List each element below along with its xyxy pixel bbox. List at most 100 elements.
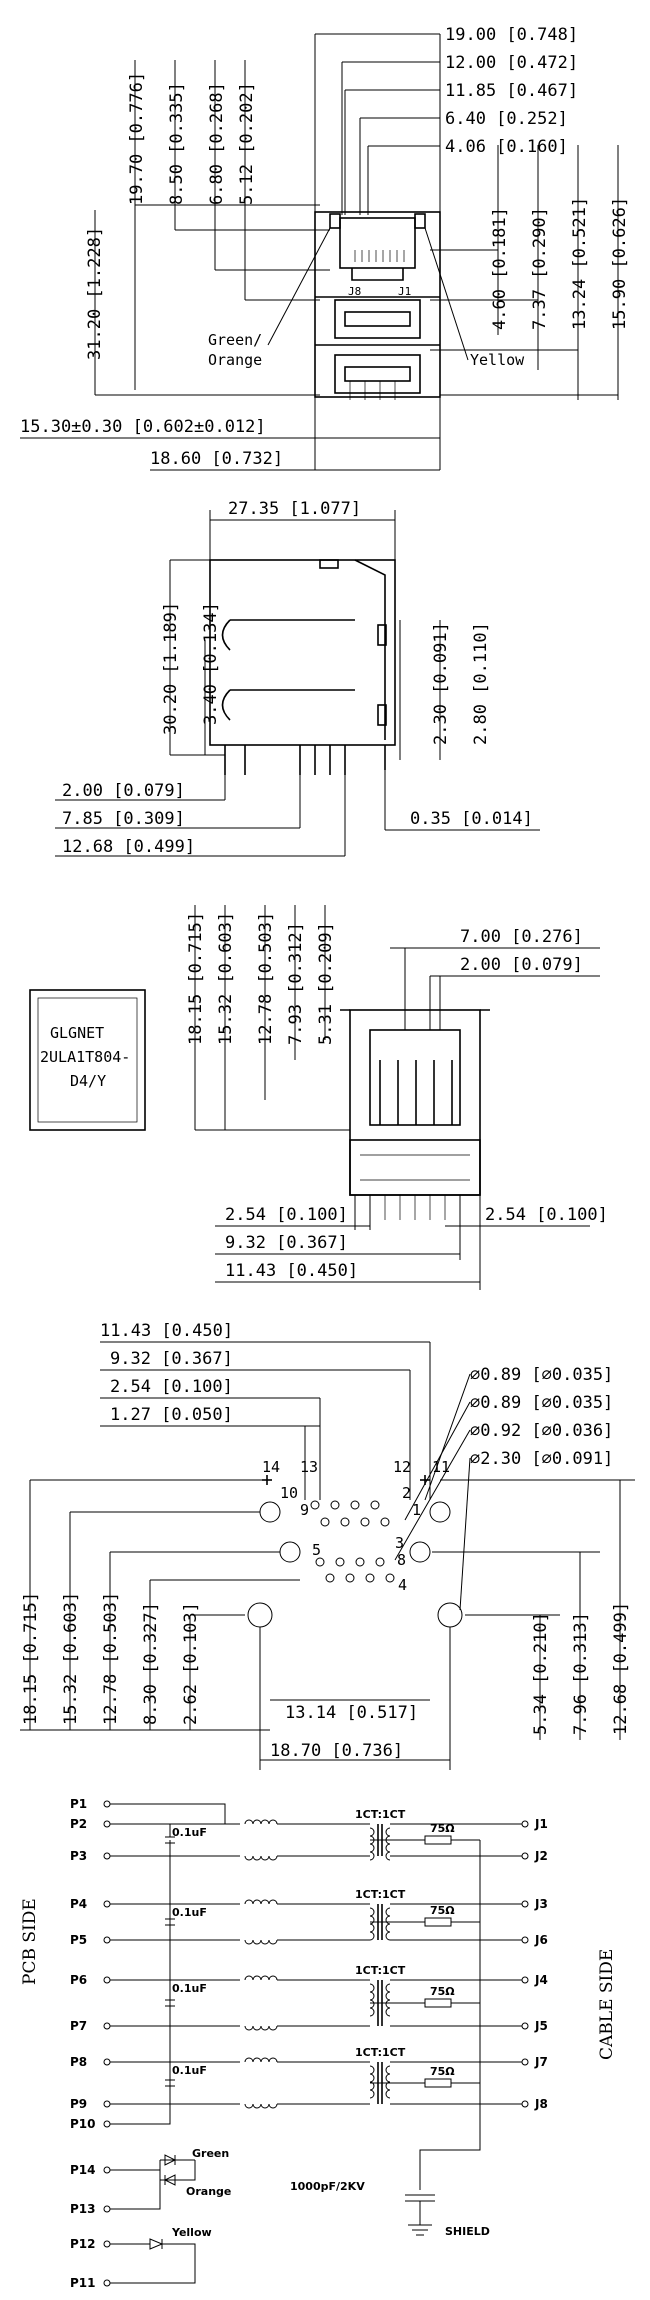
- choke-coil: [252, 2103, 262, 2109]
- capacitor: [165, 1824, 175, 1856]
- side-view: 27.35 [1.077] 30.20 [1.189] 3.40 [0.134]: [55, 499, 540, 857]
- pin-j8: J8: [534, 2097, 548, 2111]
- transformer-coil: [369, 1827, 375, 1837]
- schematic: PCB SIDE CABLE SIDE P1P2P3P4P5P6P7P8P9P1…: [20, 1797, 617, 2238]
- ratio-label: 1CT:1CT: [355, 1964, 406, 1977]
- fp-pin-9: 9: [300, 1501, 309, 1519]
- transformer-coil: [385, 1931, 391, 1941]
- pin-circle: [521, 1820, 529, 1828]
- pin-p1: P1: [70, 1797, 87, 1811]
- ratio-label: 1CT:1CT: [355, 2046, 406, 2059]
- front-dim-3: 11.85 [0.467]: [445, 81, 578, 101]
- transformer-coil: [385, 1983, 391, 1993]
- pin-p8: P8: [70, 2055, 87, 2069]
- transformer-coil: [385, 2065, 391, 2075]
- cap-label: 0.1uF: [172, 2064, 207, 2077]
- choke-coil: [268, 1899, 278, 1905]
- pin-j4: J4: [534, 1973, 548, 1987]
- choke-coil: [268, 2103, 278, 2109]
- pin-p10: P10: [70, 2117, 96, 2131]
- choke-coil: [252, 1819, 262, 1825]
- choke-coil: [252, 2057, 262, 2063]
- transformer-coil: [369, 1907, 375, 1917]
- transformer-coil: [385, 1843, 391, 1853]
- trace: [277, 1903, 370, 1941]
- choke-coil: [268, 1939, 278, 1945]
- choke-coil: [252, 1939, 262, 1945]
- fp-vdim-4: 8.30 [0.327]: [141, 1602, 161, 1725]
- cap-label: 0.1uF: [172, 1906, 207, 1919]
- side-connector-body: [209, 559, 396, 746]
- led-green-orange-symbol: [163, 2154, 177, 2186]
- front-dim-5: 4.06 [0.160]: [445, 137, 568, 157]
- front-vdim-2: 8.50 [0.335]: [167, 82, 187, 205]
- pin-p7: P7: [70, 2019, 87, 2033]
- choke-coil: [268, 2057, 278, 2063]
- transformer-coil: [369, 1931, 375, 1941]
- transformer-coil: [369, 1923, 375, 1933]
- fp-rdim-3: 12.68 [0.499]: [611, 1602, 631, 1735]
- pin-circle: [521, 2058, 529, 2066]
- led-green-label: Green: [192, 2147, 229, 2160]
- side-vdim-2: 3.40 [0.134]: [201, 602, 221, 725]
- fp-vdim-5: 2.62 [0.103]: [181, 1602, 201, 1725]
- choke-coil: [268, 1855, 278, 1861]
- front-bottom-dim-2: 18.60 [0.732]: [150, 449, 283, 469]
- trace: [110, 1903, 240, 1941]
- transformer-coil: [385, 2073, 391, 2083]
- choke-coil: [244, 1819, 254, 1825]
- side-top-dim: 27.35 [1.077]: [228, 499, 361, 519]
- transformer-coil: [369, 2007, 375, 2017]
- side-bottom-dim-3: 12.68 [0.499]: [62, 837, 195, 857]
- hv-cap-ground: [405, 2194, 435, 2236]
- transformer-coil: [385, 2089, 391, 2099]
- front-rdim-3: 13.24 [0.521]: [570, 197, 590, 330]
- choke-coil: [244, 2025, 254, 2031]
- led-schematic: P14 P13 P12 P11 Green Orange Yellow: [70, 2147, 231, 2290]
- front-bottom-dim-1: 15.30±0.30 [0.602±0.012]: [20, 417, 266, 437]
- fp-bottom-dim-1: 13.14 [0.517]: [285, 1703, 418, 1723]
- choke-coil: [252, 1855, 262, 1861]
- transformer-coil: [369, 1991, 375, 2001]
- cable-side-label: CABLE SIDE: [597, 1949, 617, 2060]
- rear-vdim-1: 18.15 [0.715]: [186, 912, 206, 1045]
- choke-coil: [260, 1819, 270, 1825]
- label-line-2: 2ULA1T804-: [40, 1048, 130, 1066]
- pin-circle: [103, 1936, 111, 1944]
- rear-view: GLGNET 2ULA1T804- D4/Y 18.15 [0.715] 15.…: [29, 905, 608, 1290]
- pin-circle: [521, 1900, 529, 1908]
- transformer-coil: [385, 1907, 391, 1917]
- choke-coil: [252, 1975, 262, 1981]
- pin-p4: P4: [70, 1897, 87, 1911]
- pin-j2: J2: [534, 1849, 548, 1863]
- pcb-side-label: PCB SIDE: [20, 1898, 40, 1985]
- pin-label-j1: J1: [398, 285, 411, 298]
- rear-bottom-dim-1: 2.54 [0.100]: [225, 1205, 348, 1225]
- choke-coil: [244, 2057, 254, 2063]
- choke-coil: [260, 1939, 270, 1945]
- rear-top-dim-1: 7.00 [0.276]: [460, 927, 583, 947]
- front-rdim-2: 7.37 [0.290]: [530, 207, 550, 330]
- side-right-bottom-dim: 0.35 [0.014]: [410, 809, 533, 829]
- choke-coil: [252, 2025, 262, 2031]
- side-bottom-dim-1: 2.00 [0.079]: [62, 781, 185, 801]
- transformer-coil: [369, 2065, 375, 2075]
- front-dim-4: 6.40 [0.252]: [445, 109, 568, 129]
- transformer-coil: [369, 2073, 375, 2083]
- fp-pin-12: 12: [393, 1458, 411, 1476]
- front-rdim-4: 15.90 [0.626]: [610, 197, 630, 330]
- fp-bottom-dim-2: 18.70 [0.736]: [270, 1741, 403, 1761]
- fp-hole-dim-2: ⌀0.89 [⌀0.035]: [470, 1393, 613, 1413]
- transformer-coil: [369, 2089, 375, 2099]
- front-vdim-1: 19.70 [0.776]: [127, 72, 147, 205]
- transformer-coil: [385, 1923, 391, 1933]
- front-rdim-1: 4.60 [0.181]: [490, 207, 510, 330]
- trace: [277, 1823, 370, 1857]
- fp-vdim-3: 12.78 [0.503]: [101, 1592, 121, 1725]
- trace: [277, 1979, 370, 2027]
- choke-coil: [244, 1975, 254, 1981]
- pin-circle: [103, 1976, 111, 1984]
- fp-hole-dim-3: ⌀0.92 [⌀0.036]: [470, 1421, 613, 1441]
- transformer-coil: [385, 1999, 391, 2009]
